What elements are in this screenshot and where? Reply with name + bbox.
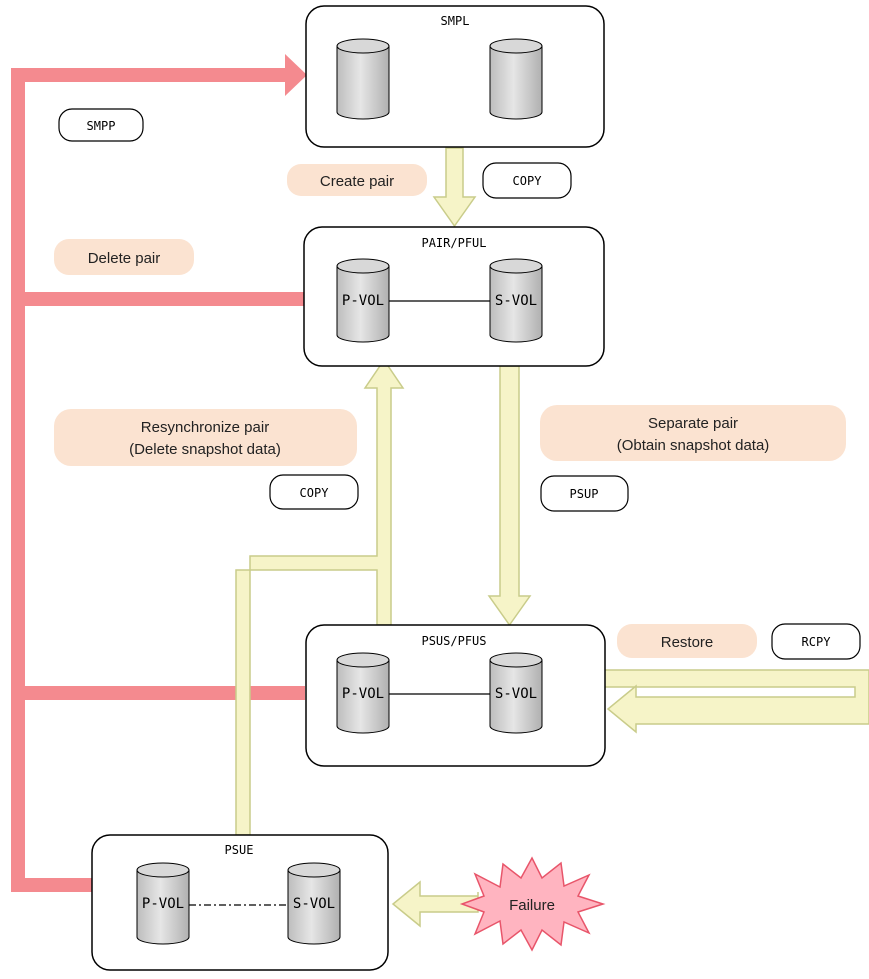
svol-label: S-VOL xyxy=(495,293,537,309)
separate-pair-arrow xyxy=(487,365,532,627)
cylinder-svol: S-VOL xyxy=(287,862,341,945)
rcpy-tag: RCPY xyxy=(771,623,861,660)
state-label: SMPL xyxy=(441,14,470,28)
pvol-label: P-VOL xyxy=(342,686,384,702)
separate-pair-action: Separate pair (Obtain snapshot data) xyxy=(540,405,846,461)
failure-label: Failure xyxy=(509,897,555,914)
cylinder-left xyxy=(336,38,390,120)
delete-from-psus-line xyxy=(25,686,305,700)
pvol-label: P-VOL xyxy=(342,293,384,309)
resynchronize-pair-action: Resynchronize pair (Delete snapshot data… xyxy=(54,409,357,466)
cylinder-svol: S-VOL xyxy=(489,258,543,343)
state-pair: PAIR/PFUL P-VOL S-VOL xyxy=(303,226,605,367)
copy-tag-label: COPY xyxy=(300,486,330,500)
psup-tag: PSUP xyxy=(540,475,629,512)
failure-burst-icon xyxy=(459,856,606,952)
delete-vertical-line xyxy=(11,68,25,892)
cylinder-pvol: P-VOL xyxy=(336,652,390,734)
smpp-tag-label: SMPP xyxy=(87,119,116,133)
state-smpl: SMPL xyxy=(305,5,605,148)
state-label: PAIR/PFUL xyxy=(421,236,486,250)
delete-pair-action: Delete pair xyxy=(54,239,194,275)
restore-arrow xyxy=(603,669,869,734)
rcpy-tag-label: RCPY xyxy=(802,635,832,649)
failure-arrow xyxy=(391,880,479,928)
status-tags: SMPP COPY COPY PSUP RCPY xyxy=(58,108,861,660)
cylinder-pvol: P-VOL xyxy=(136,862,190,945)
delete-from-pair-line xyxy=(25,292,305,306)
state-label: PSUS/PFUS xyxy=(421,634,486,648)
cylinder-svol: S-VOL xyxy=(489,652,543,734)
separate-label-line2: (Obtain snapshot data) xyxy=(617,437,770,454)
resynchronize-pair-arrow xyxy=(235,358,405,836)
cylinder-right xyxy=(489,38,543,120)
delete-arrowhead xyxy=(285,54,307,96)
state-psus: PSUS/PFUS P-VOL S-VOL xyxy=(305,624,606,767)
create-pair-label: Create pair xyxy=(320,173,394,190)
cylinder-pvol: P-VOL xyxy=(336,258,390,343)
create-pair-action: Create pair xyxy=(287,164,427,196)
state-label: PSUE xyxy=(225,843,254,857)
delete-to-smpl-line xyxy=(11,68,291,82)
resync-label-line2: (Delete snapshot data) xyxy=(129,441,281,458)
restore-action: Restore xyxy=(617,624,757,658)
create-pair-arrow xyxy=(432,147,477,228)
delete-pair-label: Delete pair xyxy=(88,250,161,267)
failure-starburst: Failure xyxy=(459,856,606,952)
psup-tag-label: PSUP xyxy=(570,487,599,501)
restore-label: Restore xyxy=(661,634,714,651)
delete-from-psue-line xyxy=(25,878,93,892)
delete-lines xyxy=(11,54,307,892)
transition-arrows xyxy=(235,147,869,928)
copy-tag-resync: COPY xyxy=(269,474,359,510)
copy-tag-create: COPY xyxy=(482,162,572,199)
resync-label-line1: Resynchronize pair xyxy=(141,419,269,436)
svol-label: S-VOL xyxy=(495,686,537,702)
pvol-label: P-VOL xyxy=(142,896,184,912)
smpp-tag: SMPP xyxy=(58,108,144,142)
state-psue: PSUE P-VOL S-VOL xyxy=(91,834,389,971)
copy-tag-label: COPY xyxy=(513,174,543,188)
action-labels: Create pair Delete pair Resynchronize pa… xyxy=(54,164,846,658)
svol-label: S-VOL xyxy=(293,896,335,912)
separate-label-line1: Separate pair xyxy=(648,415,738,432)
